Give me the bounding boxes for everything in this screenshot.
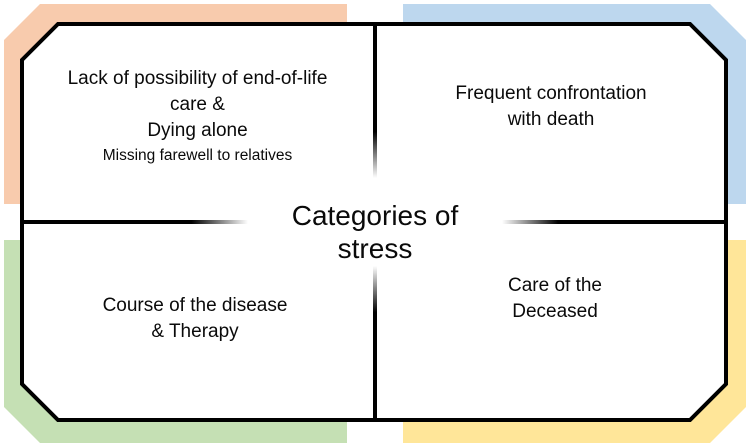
quadrant-bottom-left-line-2: & Therapy <box>151 321 239 342</box>
center-title-line-1: Categories of <box>291 200 459 231</box>
quadrant-top-left-label: Lack of possibility of end-of-life care … <box>25 66 370 167</box>
quadrant-top-left-subtext: Missing farewell to relatives <box>102 147 293 164</box>
quadrant-bottom-left-label: Course of the disease & Therapy <box>25 293 365 345</box>
quadrant-top-left-line-1: Lack of possibility of end-of-life <box>67 68 328 89</box>
main-octagon-box <box>20 22 728 422</box>
quadrant-bottom-right-label: Care of the Deceased <box>390 273 720 325</box>
center-title: Categories of stress <box>225 199 525 265</box>
quadrant-bottom-right-line-1: Care of the <box>508 275 602 296</box>
quadrant-top-left-line-3: Dying alone <box>147 120 248 141</box>
quadrant-bottom-right-line-2: Deceased <box>512 301 598 322</box>
quadrant-top-right-line-2: with death <box>507 109 595 130</box>
quadrant-top-right-line-1: Frequent confrontation <box>455 83 647 104</box>
quadrant-top-right-label: Frequent confrontation with death <box>386 81 716 133</box>
center-title-line-2: stress <box>337 233 413 264</box>
quadrant-top-left-line-2: care & <box>170 94 225 115</box>
quadrant-bottom-left-line-1: Course of the disease <box>102 295 288 316</box>
